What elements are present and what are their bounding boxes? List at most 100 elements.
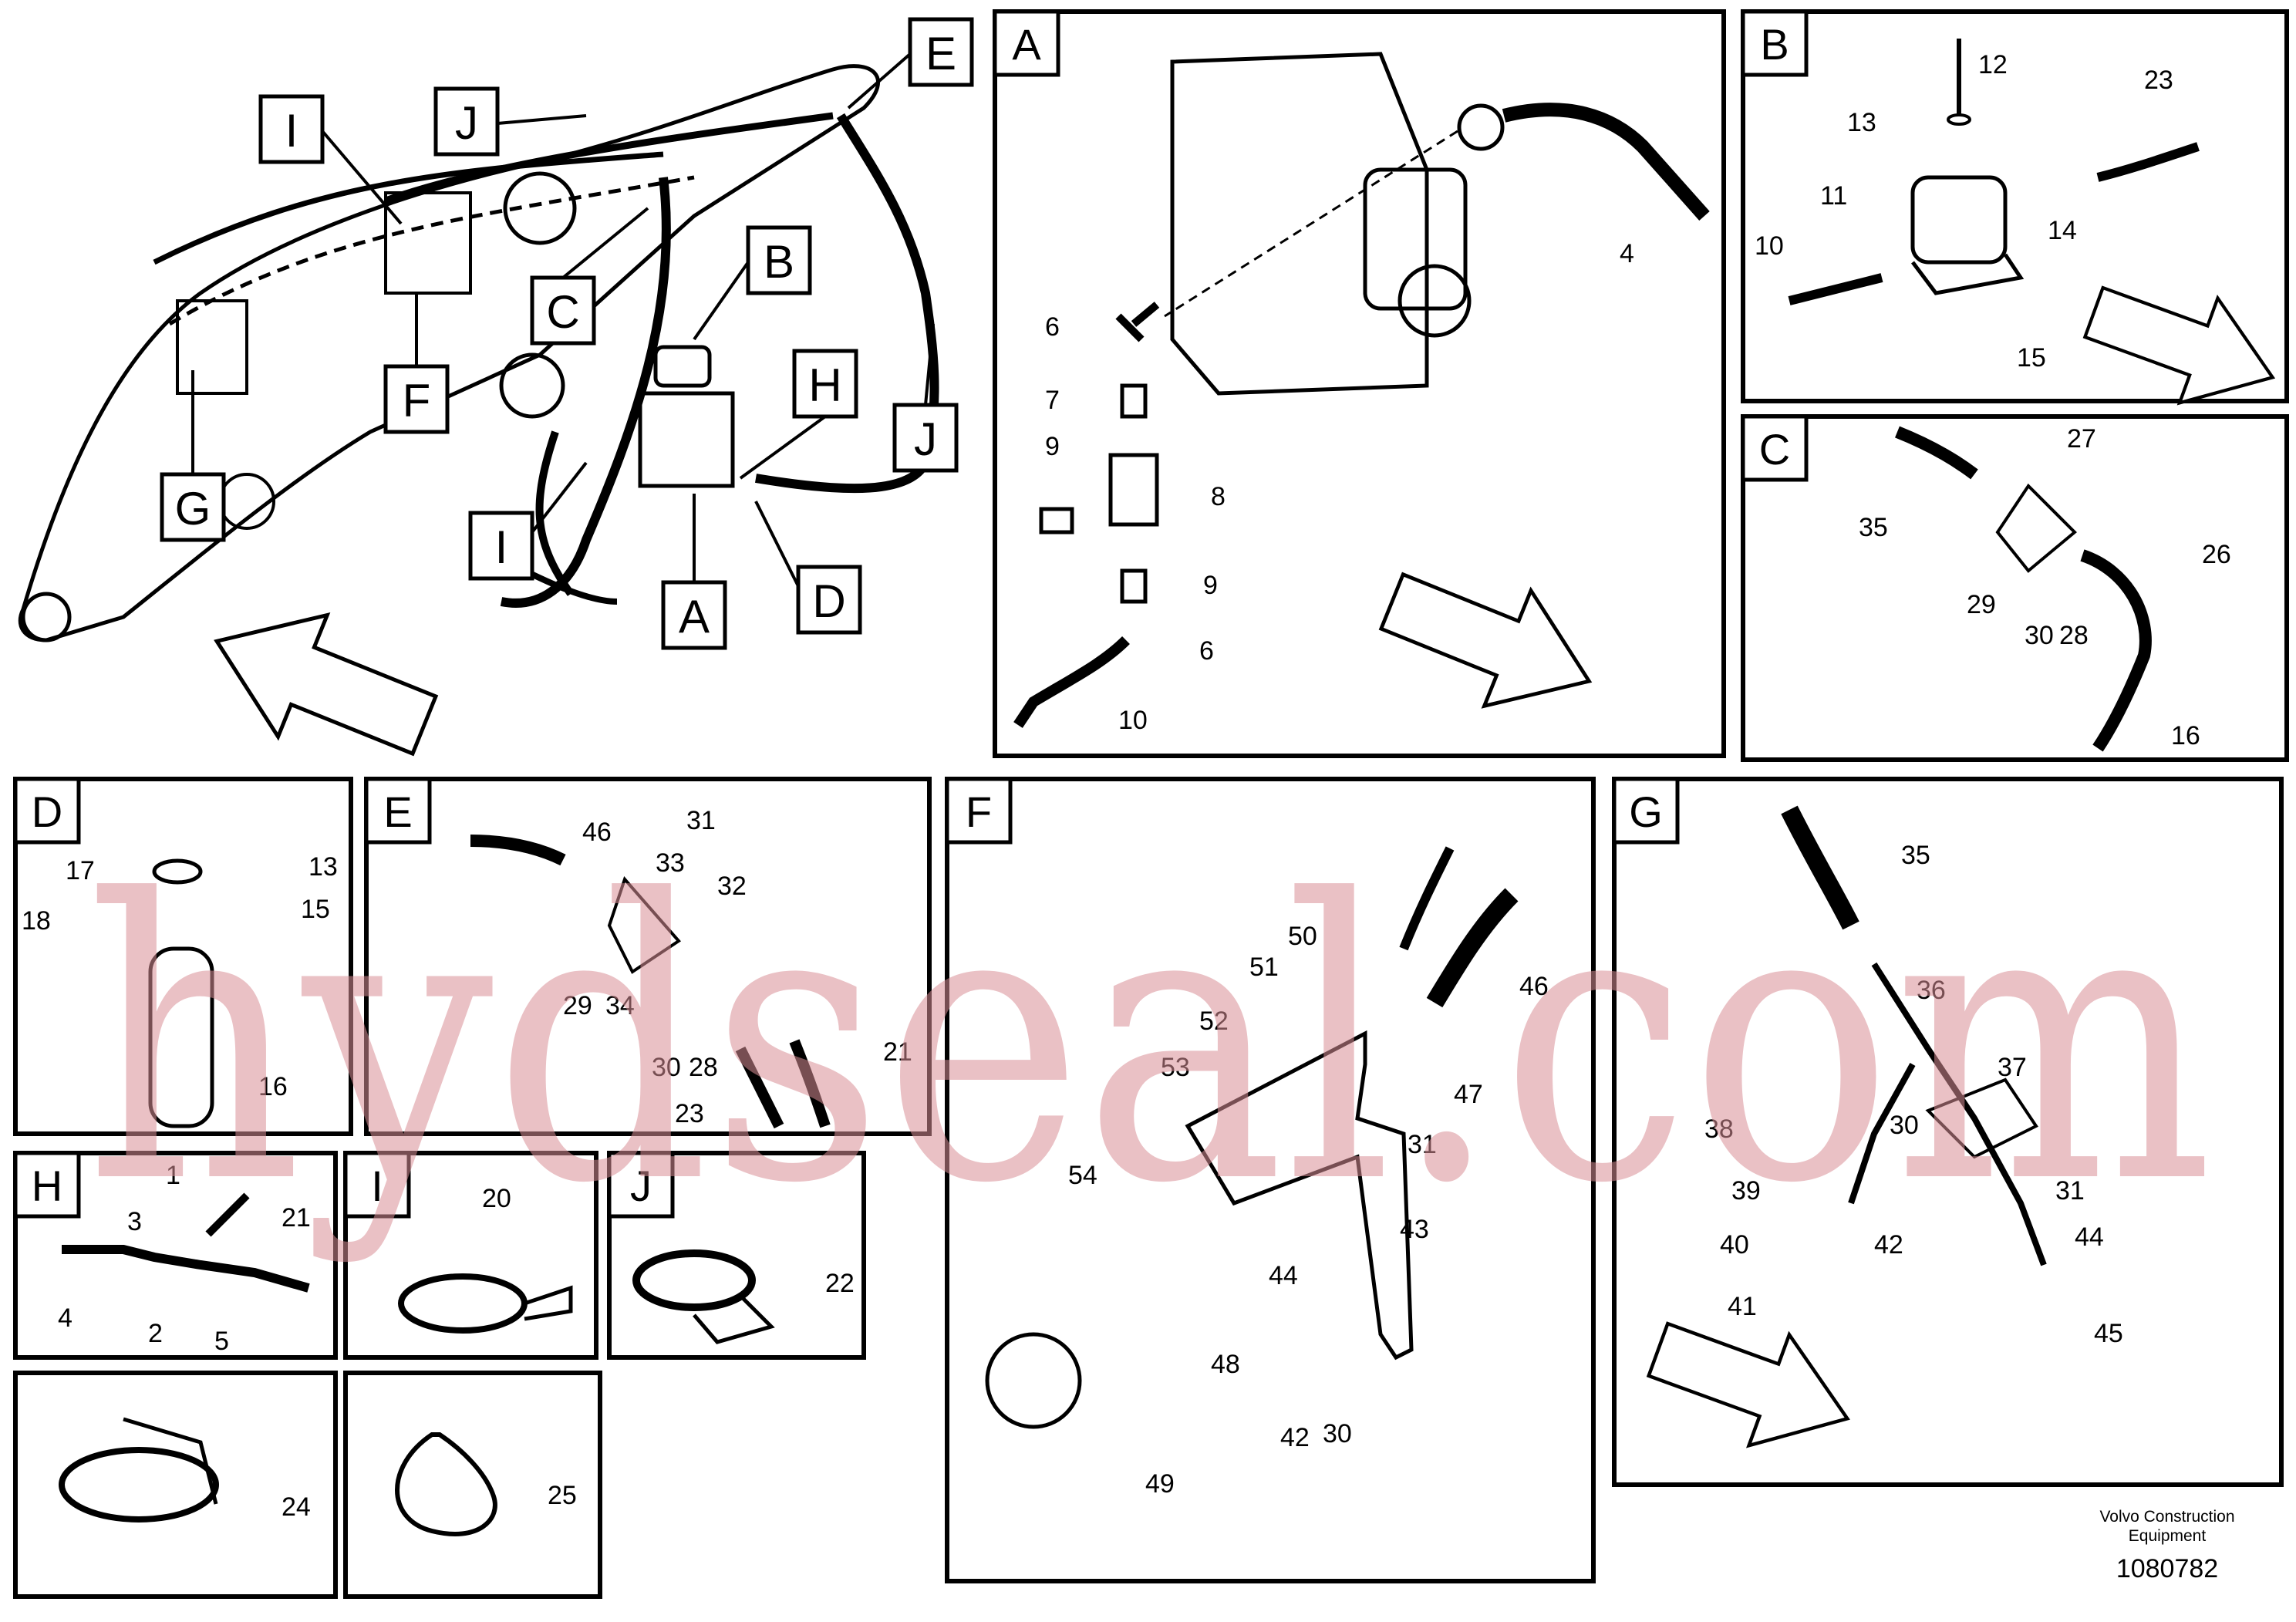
overview-direction-arrow xyxy=(192,581,449,786)
panel-D: D 17 13 18 15 16 xyxy=(13,777,353,1136)
panel-G: G 35 36 37 38 30 39 31 40 42 44 41 45 xyxy=(1612,777,2284,1487)
panel-E-label-21: 21 xyxy=(883,1037,912,1067)
panel-F-title: F xyxy=(966,787,992,836)
panel-G-label-35: 35 xyxy=(1901,841,1930,870)
panel-F-label-51: 51 xyxy=(1249,953,1279,982)
panel-F: F 50 51 46 52 53 47 31 54 43 44 48 49 42… xyxy=(945,777,1596,1583)
panel-I-label-20: 20 xyxy=(482,1184,511,1213)
panel-C-label-29: 29 xyxy=(1967,590,1996,619)
panel-B-arrow xyxy=(2075,260,2291,430)
callout-G: G xyxy=(175,483,211,534)
panel-G-label-45: 45 xyxy=(2094,1319,2123,1348)
panel-F-label-50: 50 xyxy=(1288,922,1317,951)
panel-H-label-3: 3 xyxy=(127,1207,142,1236)
panel-G-label-38: 38 xyxy=(1704,1114,1734,1144)
panel-F-label-44: 44 xyxy=(1269,1261,1298,1290)
panel-H-label-2: 2 xyxy=(148,1319,163,1348)
panel-D-label-15: 15 xyxy=(301,895,330,924)
panel-J-title: J xyxy=(630,1162,652,1210)
panel-G-label-31: 31 xyxy=(2055,1176,2085,1206)
footer-company-2: Equipment xyxy=(2129,1527,2207,1545)
panel-A-label-8: 8 xyxy=(1211,482,1226,511)
overview-callouts: I J E C B F H G J I A D xyxy=(160,17,974,650)
panel-A: A 4 6 7 9 8 9 6 10 xyxy=(993,9,1726,758)
panel-B-label-23: 23 xyxy=(2144,66,2173,95)
panel-H-label-4: 4 xyxy=(58,1303,72,1333)
callout-J-top: J xyxy=(455,97,478,149)
panel-G-title: G xyxy=(1629,787,1663,836)
panel-C-title: C xyxy=(1759,425,1790,474)
panel-G-label-41: 41 xyxy=(1728,1292,1757,1321)
panel-G-label-37: 37 xyxy=(1998,1053,2027,1082)
callout-I-top: I xyxy=(285,105,298,157)
panel-C-label-35: 35 xyxy=(1859,513,1888,542)
callout-C: C xyxy=(546,286,579,338)
panel-F-label-47: 47 xyxy=(1454,1080,1483,1109)
panel-B-label-11: 11 xyxy=(1820,181,1847,211)
footer: Volvo Construction Equipment 1080782 xyxy=(2099,1508,2234,1583)
panel-F-label-43: 43 xyxy=(1400,1215,1429,1244)
callout-J-right: J xyxy=(914,413,937,465)
panel-strap-label-24: 24 xyxy=(282,1492,311,1522)
panel-E-label-46: 46 xyxy=(582,818,612,847)
panel-D-label-17: 17 xyxy=(66,856,95,885)
footer-company: Volvo Construction xyxy=(2099,1508,2234,1526)
callout-B: B xyxy=(764,236,794,288)
panel-H-label-5: 5 xyxy=(214,1327,229,1356)
panel-E: E 46 31 33 32 29 34 30 28 23 21 xyxy=(364,777,932,1136)
panel-A-label-9-right: 9 xyxy=(1203,571,1218,600)
panel-B-title: B xyxy=(1760,20,1789,69)
panel-B-label-15: 15 xyxy=(2017,343,2046,373)
panel-G-label-42: 42 xyxy=(1874,1230,1903,1259)
panel-H-label-21: 21 xyxy=(282,1203,311,1233)
callout-H: H xyxy=(808,359,841,411)
panel-F-label-49: 49 xyxy=(1145,1469,1175,1499)
panel-B-label-10: 10 xyxy=(1755,231,1784,261)
panel-A-label-7: 7 xyxy=(1045,386,1060,415)
panel-C: C 27 35 26 29 30 28 16 xyxy=(1741,414,2289,762)
panel-H-label-1: 1 xyxy=(166,1161,180,1190)
panel-F-label-48: 48 xyxy=(1211,1350,1240,1379)
panel-H: H 1 3 21 4 2 5 xyxy=(13,1151,338,1360)
panel-E-label-31: 31 xyxy=(686,806,716,835)
panel-F-label-53: 53 xyxy=(1161,1053,1190,1082)
panel-E-label-30: 30 xyxy=(652,1053,681,1082)
panel-strap-24: 24 xyxy=(13,1371,338,1599)
panel-J: J 22 xyxy=(607,1151,866,1360)
panel-E-label-28: 28 xyxy=(689,1053,718,1082)
panel-I-title: I xyxy=(371,1162,383,1210)
callout-D: D xyxy=(812,575,845,627)
panel-D-label-18: 18 xyxy=(22,906,51,936)
panel-G-label-44: 44 xyxy=(2075,1222,2104,1252)
callout-A: A xyxy=(679,591,710,642)
panel-G-label-39: 39 xyxy=(1731,1176,1761,1206)
footer-doc-number: 1080782 xyxy=(2116,1554,2218,1583)
panel-A-arrow xyxy=(1369,544,1613,739)
panel-A-title: A xyxy=(1012,20,1041,69)
panel-E-label-23: 23 xyxy=(675,1099,704,1128)
panel-G-label-36: 36 xyxy=(1917,976,1946,1005)
panel-D-label-13: 13 xyxy=(308,852,338,882)
callout-E: E xyxy=(925,28,956,79)
panel-B-label-13: 13 xyxy=(1847,108,1876,137)
panel-J-label-22: 22 xyxy=(825,1269,855,1298)
panel-C-label-27: 27 xyxy=(2067,424,2096,454)
panel-A-label-6-bottom: 6 xyxy=(1199,636,1214,666)
watermark-text: hydseal.com xyxy=(85,818,2213,1267)
panel-G-label-30: 30 xyxy=(1890,1111,1919,1140)
panel-E-label-32: 32 xyxy=(717,872,747,901)
panel-tie-label-25: 25 xyxy=(548,1481,577,1510)
panel-F-label-31: 31 xyxy=(1408,1130,1437,1159)
panel-C-label-26: 26 xyxy=(2202,540,2231,569)
panel-C-label-16: 16 xyxy=(2171,721,2200,750)
panel-F-label-30: 30 xyxy=(1323,1419,1352,1448)
callout-F: F xyxy=(403,375,431,427)
panel-tie-25: 25 xyxy=(343,1371,602,1599)
panel-F-label-46: 46 xyxy=(1519,972,1549,1001)
panel-I: I 20 xyxy=(343,1151,598,1360)
panel-A-label-6-top: 6 xyxy=(1045,312,1060,342)
panel-C-label-30: 30 xyxy=(2025,621,2054,650)
panel-F-label-54: 54 xyxy=(1068,1161,1097,1190)
panel-A-label-4: 4 xyxy=(1620,239,1634,268)
